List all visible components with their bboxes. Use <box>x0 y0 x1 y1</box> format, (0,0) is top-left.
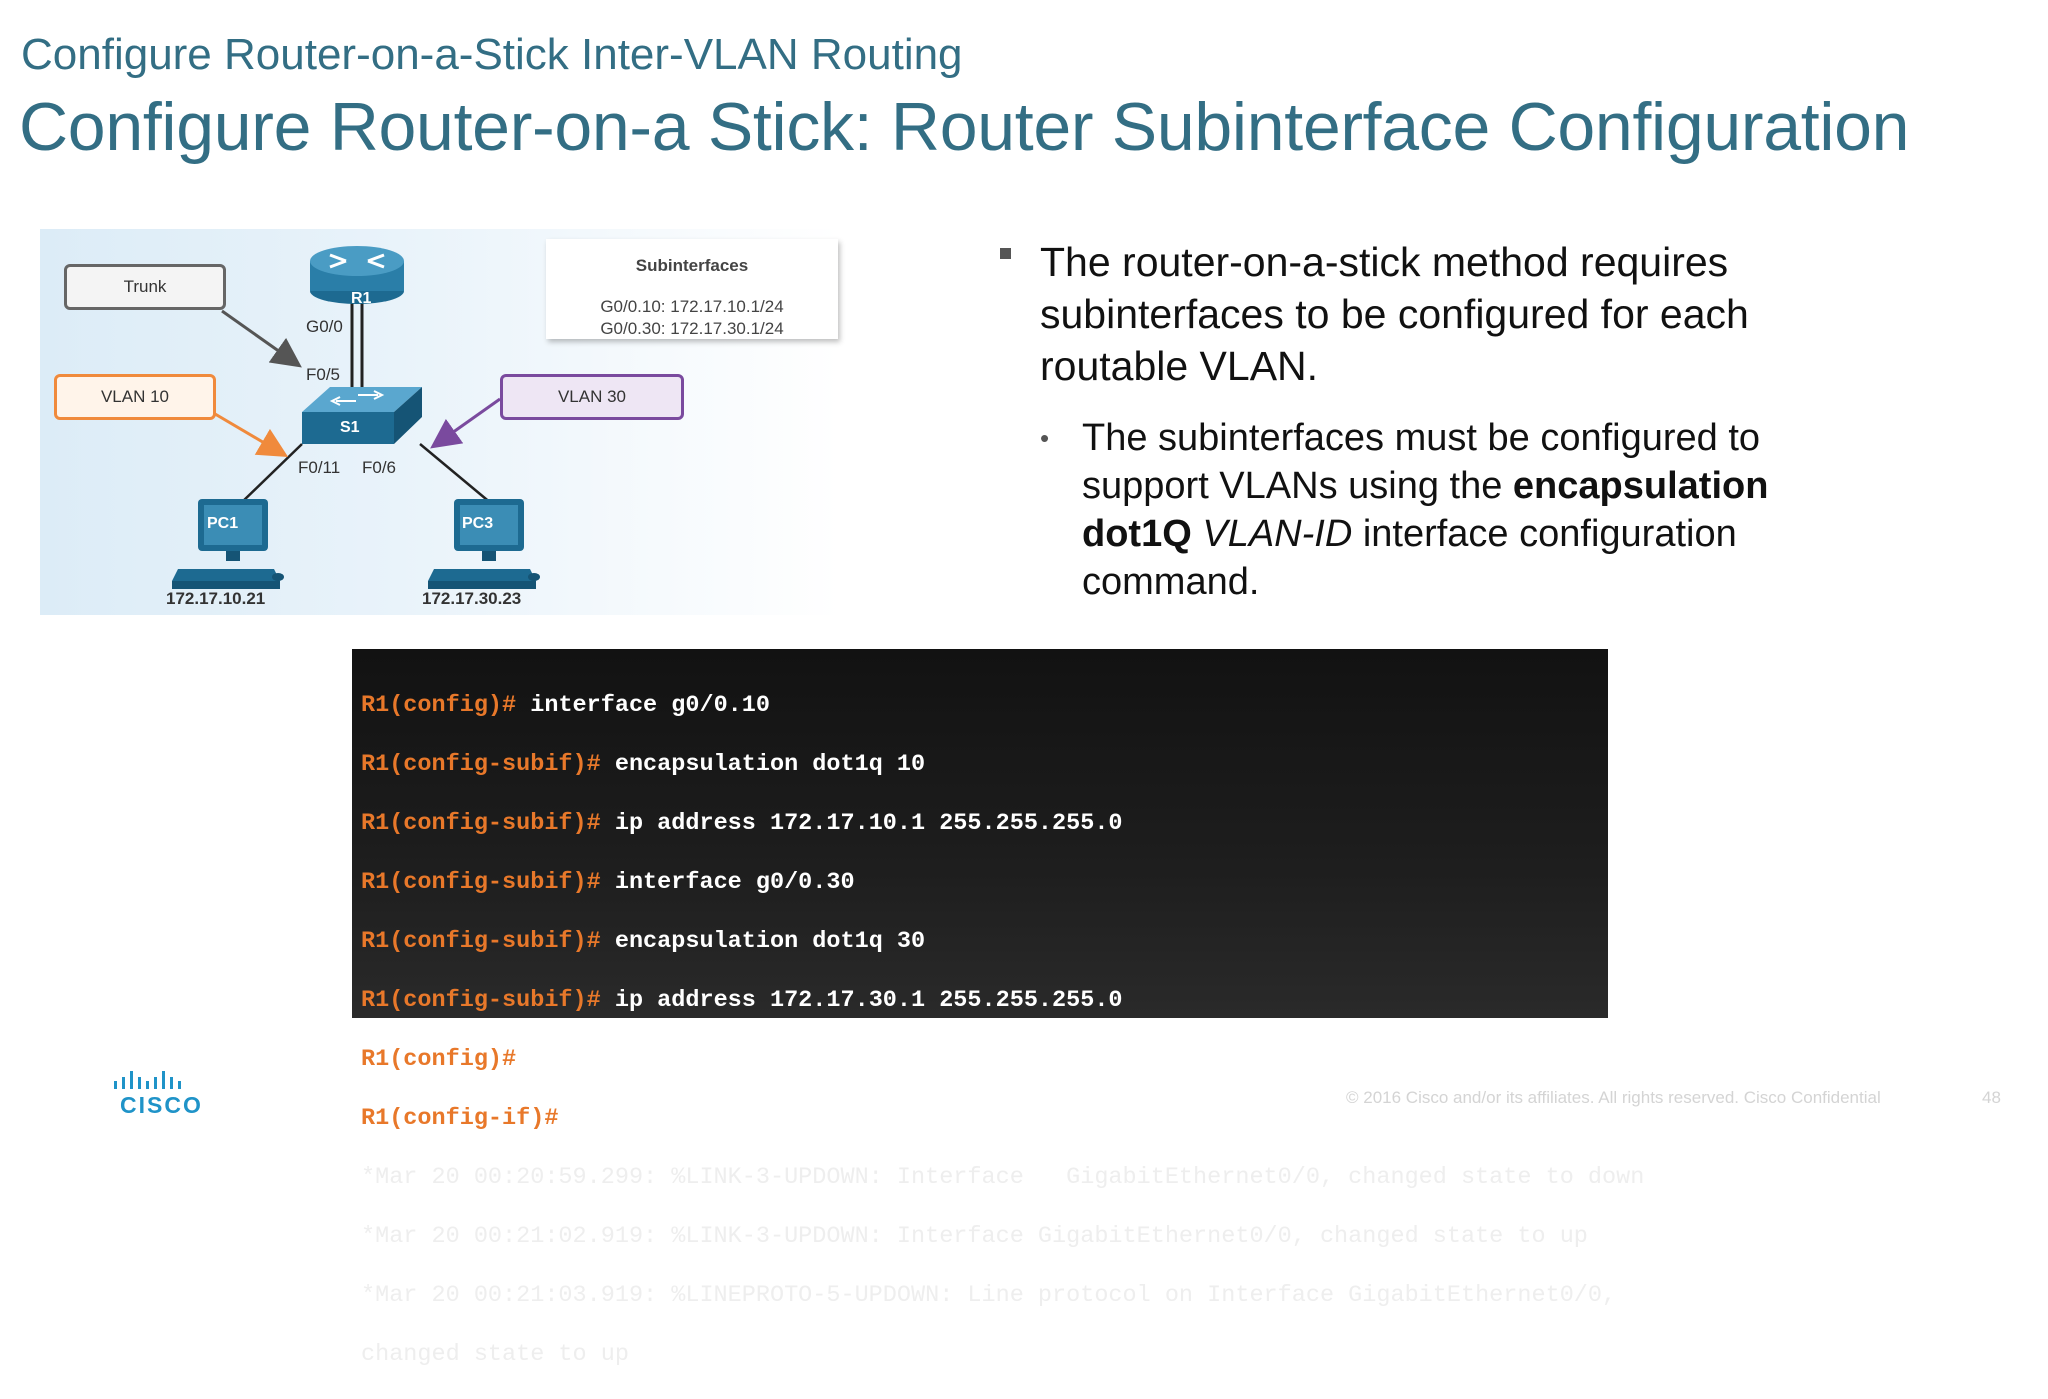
port-g00-label: G0/0 <box>306 317 343 336</box>
bullet-sub-text-2: interface configuration command. <box>1082 513 1737 603</box>
cli-command: interface g0/0 <box>516 1045 728 1073</box>
pc3-label: PC3 <box>462 515 494 532</box>
cli-output-line: changed state to up <box>361 1340 629 1368</box>
bullet-main: The router-on-a-stick method requires su… <box>1000 236 1840 392</box>
cli-command: no shutdown <box>558 1104 728 1132</box>
cisco-logo-icon <box>114 1071 181 1089</box>
square-bullet-icon <box>1000 248 1011 259</box>
subinterface-line-2: G0/0.30: 172.17.30.1/24 <box>600 319 784 338</box>
vlan10-callout: VLAN 10 <box>54 374 216 420</box>
cli-line: R1(config)# interface g0/0.10 <box>361 691 1608 721</box>
page-number: 48 <box>1982 1088 2001 1107</box>
cli-output-line: *Mar 20 00:21:02.919: %LINK-3-UPDOWN: In… <box>361 1222 1588 1250</box>
cli-line: R1(config-subif)# interface g0/0.30 <box>361 868 1608 898</box>
port-f05-label: F0/5 <box>306 365 341 384</box>
bullet-sub-space <box>1192 513 1203 555</box>
switch-label: S1 <box>340 419 360 436</box>
cli-terminal: R1(config)# interface g0/0.10 R1(config-… <box>352 649 1644 1368</box>
page-title: Configure Router-on-a Stick: Router Subi… <box>19 89 1910 165</box>
cli-command: encapsulation dot1q 30 <box>600 927 926 955</box>
pc1-label: PC1 <box>207 515 239 532</box>
cli-prompt: R1(config-subif)# <box>361 868 601 896</box>
port-f011-label: F0/11 <box>298 458 341 477</box>
router-label: R1 <box>351 290 372 307</box>
cisco-logo-text: CISCO <box>120 1092 203 1118</box>
subinterfaces-heading: Subinterfaces <box>635 256 749 275</box>
cli-output-line: *Mar 20 00:20:59.299: %LINK-3-UPDOWN: In… <box>361 1163 1645 1191</box>
pc1-icon <box>172 499 284 589</box>
pc1-address: 172.17.10.21 <box>166 589 266 608</box>
bullet-sub: • The subinterfaces must be configured to… <box>1000 414 1840 606</box>
bullet-sub-bold: encapsulation dot1Q <box>1082 465 1769 555</box>
cli-prompt: R1(config)# <box>361 1045 517 1073</box>
bullet-sub-text-1: The subinterfaces must be configured to … <box>1082 417 1761 507</box>
cli-prompt: R1(config-subif)# <box>361 927 601 955</box>
cli-prompt: R1(config-subif)# <box>361 809 601 837</box>
cli-line: R1(config-subif)# ip address 172.17.30.1… <box>361 986 1608 1016</box>
trunk-callout: Trunk <box>64 264 226 310</box>
topology-diagram: Trunk VLAN 10 VLAN 30 Subinterfaces G0/0… <box>40 229 840 615</box>
router-icon <box>310 246 404 304</box>
bullet-main-text: The router-on-a-stick method requires su… <box>1040 239 1749 389</box>
pc3-icon <box>428 499 540 589</box>
subinterfaces-box: Subinterfaces G0/0.10: 172.17.10.1/24 G0… <box>546 239 838 339</box>
dot-bullet-icon: • <box>1040 423 1050 453</box>
cli-prompt: R1(config-if)# <box>361 1104 559 1132</box>
subinterface-line-1: G0/0.10: 172.17.10.1/24 <box>600 297 784 316</box>
cli-line: R1(config-subif)# encapsulation dot1q 30 <box>361 927 1608 957</box>
cli-command: ip address 172.17.30.1 255.255.255.0 <box>600 986 1123 1014</box>
cli-command: ip address 172.17.10.1 255.255.255.0 <box>600 809 1123 837</box>
cli-command: interface g0/0.10 <box>516 691 770 719</box>
bullet-list: The router-on-a-stick method requires su… <box>1000 236 1840 606</box>
cli-prompt: R1(config)# <box>361 691 517 719</box>
pc3-address: 172.17.30.23 <box>422 589 522 608</box>
section-subtitle: Configure Router-on-a-Stick Inter-VLAN R… <box>21 30 963 79</box>
cli-line: R1(config-subif)# ip address 172.17.10.1… <box>361 809 1608 839</box>
vlan30-callout: VLAN 30 <box>500 374 684 420</box>
cli-line: R1(config)# interface g0/0 <box>361 1045 1608 1075</box>
switch-icon <box>302 387 422 444</box>
copyright-notice: © 2016 Cisco and/or its affiliates. All … <box>1346 1088 1881 1107</box>
cli-prompt: R1(config-subif)# <box>361 750 601 778</box>
cli-command: interface g0/0.30 <box>600 868 855 896</box>
vlan30-arrow <box>430 397 501 449</box>
bullet-sub-italic: VLAN-ID <box>1202 513 1353 555</box>
trunk-arrow <box>221 309 302 368</box>
vlan10-arrow <box>209 409 289 458</box>
cli-output-line: *Mar 20 00:21:03.919: %LINEPROTO-5-UPDOW… <box>361 1281 1617 1309</box>
port-f06-label: F0/6 <box>362 458 397 477</box>
cli-line: R1(config-subif)# encapsulation dot1q 10 <box>361 750 1608 780</box>
cli-command: encapsulation dot1q 10 <box>600 750 926 778</box>
cli-line: R1(config-if)# no shutdown <box>361 1104 1608 1134</box>
cli-prompt: R1(config-subif)# <box>361 986 601 1014</box>
topology-graphic <box>172 246 540 589</box>
